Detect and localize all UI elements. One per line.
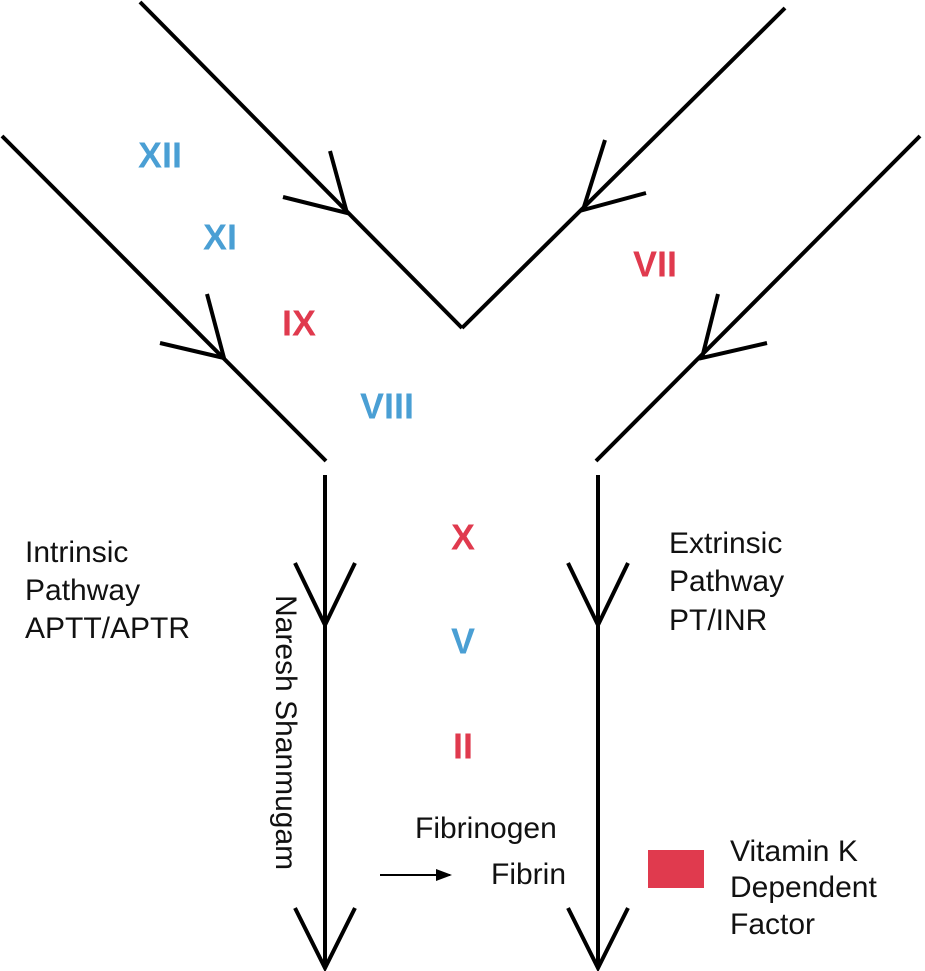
extrinsic-line-1: Extrinsic	[669, 527, 782, 560]
extrinsic-line-2: Pathway	[669, 565, 784, 598]
factor-viii: VIII	[360, 386, 414, 427]
upper-left-arrowhead	[282, 150, 350, 216]
legend-line-3: Factor	[730, 908, 815, 941]
intrinsic-line-3: APTT/APTR	[25, 612, 190, 645]
intrinsic-mid-arrowhead	[293, 562, 357, 630]
factor-v: V	[451, 621, 475, 662]
intrinsic-bottom-arrowhead	[293, 907, 357, 971]
right-outer-diagonal	[594, 134, 922, 463]
conversion-arrow-head	[436, 869, 452, 881]
extrinsic-pathway-label: Extrinsic Pathway PT/INR	[669, 527, 784, 637]
extrinsic-bottom-arrowhead	[566, 907, 630, 971]
left-outer-arrowhead	[159, 293, 227, 361]
upper-right-arrowhead	[579, 139, 647, 213]
intrinsic-line-1: Intrinsic	[25, 536, 128, 569]
factor-ii: II	[453, 726, 473, 767]
legend-line-2: Dependent	[730, 871, 877, 904]
extrinsic-mid-arrowhead	[566, 562, 630, 630]
right-outer-arrowhead	[699, 293, 768, 361]
factor-vii: VII	[633, 244, 677, 285]
left-outer-diagonal	[0, 134, 328, 463]
factor-xi: XI	[203, 217, 237, 258]
legend-swatch	[648, 850, 704, 888]
author-watermark: Naresh Shanmugam	[269, 595, 302, 870]
fibrin-label: Fibrin	[491, 858, 566, 891]
intrinsic-pathway-label: Intrinsic Pathway APTT/APTR	[25, 536, 190, 645]
legend-text: Vitamin K Dependent Factor	[730, 835, 877, 941]
legend-line-1: Vitamin K	[730, 835, 858, 868]
factor-x: X	[451, 517, 475, 558]
upper-left-arm	[138, 0, 464, 330]
factor-xii: XII	[138, 135, 182, 176]
fibrinogen-label: Fibrinogen	[415, 812, 557, 845]
upper-right-arm	[460, 6, 787, 330]
factor-ix: IX	[282, 303, 316, 344]
extrinsic-line-3: PT/INR	[669, 604, 767, 637]
intrinsic-line-2: Pathway	[25, 574, 140, 607]
